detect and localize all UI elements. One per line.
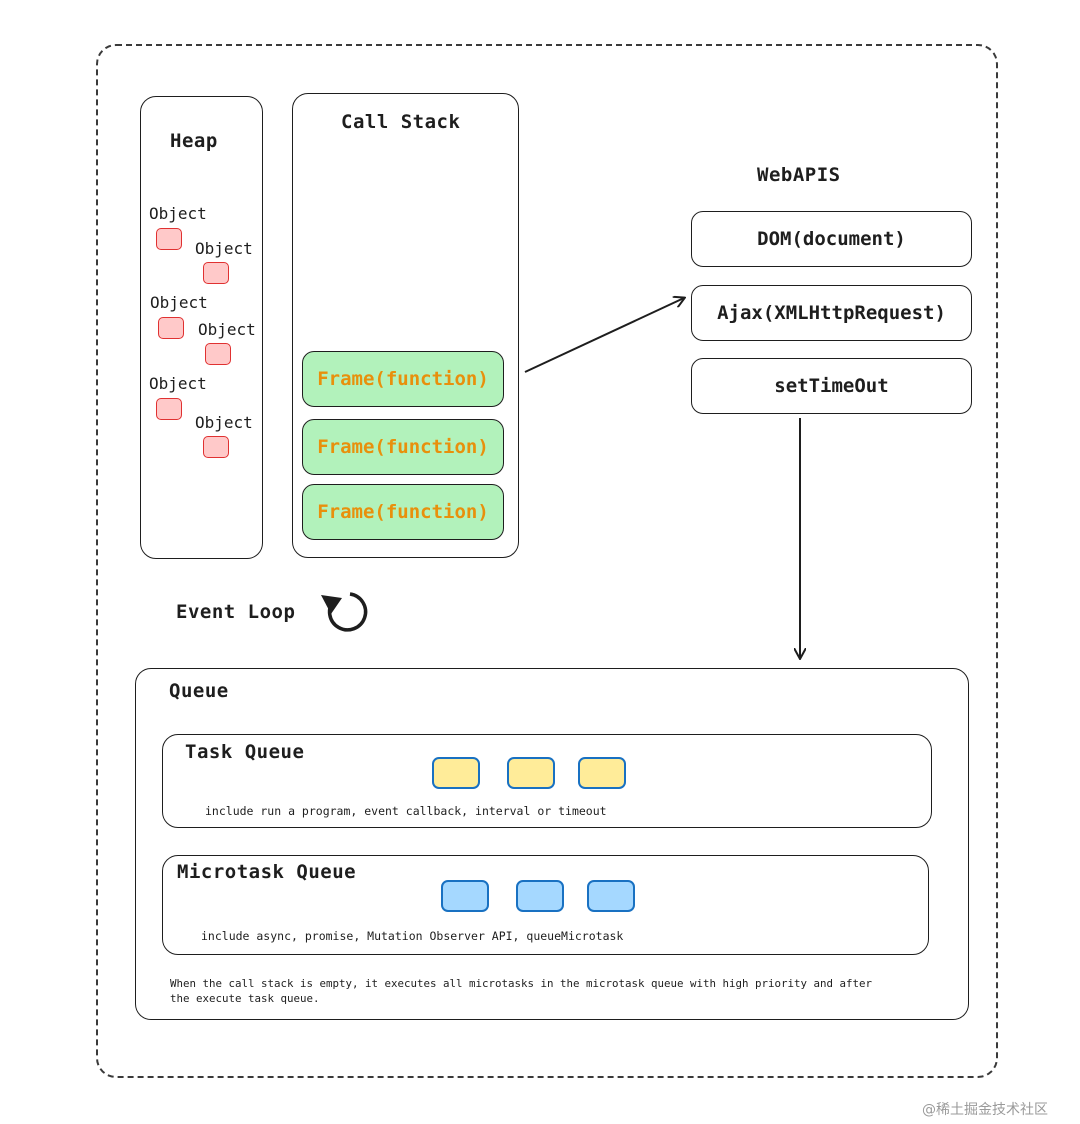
stack-frame: Frame(function): [302, 351, 504, 407]
web-api-ajax: Ajax(XMLHttpRequest): [691, 285, 972, 341]
heap-object-label: Object: [195, 413, 253, 432]
task-item: [507, 757, 555, 789]
call-stack-box: [292, 93, 519, 558]
heap-object: [203, 436, 229, 458]
queue-note-line-2: the execute task queue.: [170, 992, 320, 1005]
microtask-item: [441, 880, 489, 912]
heap-object-label: Object: [149, 374, 207, 393]
microtask-queue-title: Microtask Queue: [177, 861, 357, 883]
web-api-dom: DOM(document): [691, 211, 972, 267]
watermark: @稀土掘金技术社区: [922, 1102, 1048, 1118]
microtask-queue-description: include async, promise, Mutation Observe…: [201, 929, 624, 943]
task-queue-description: include run a program, event callback, i…: [205, 804, 607, 818]
web-apis-title: WebAPIS: [757, 164, 841, 186]
heap-object-label: Object: [150, 293, 208, 312]
event-loop-label: Event Loop: [176, 601, 296, 623]
arrow-stack-to-webapi: [524, 298, 684, 373]
task-queue-title: Task Queue: [185, 741, 305, 763]
heap-object: [156, 228, 182, 250]
stack-frame: Frame(function): [302, 484, 504, 540]
call-stack-title: Call Stack: [341, 111, 461, 133]
heap-object-label: Object: [198, 320, 256, 339]
stack-frame: Frame(function): [302, 419, 504, 475]
heap-object: [203, 262, 229, 284]
queue-title: Queue: [169, 680, 229, 702]
heap-title: Heap: [170, 130, 218, 152]
heap-object: [156, 398, 182, 420]
web-api-settimeout: setTimeOut: [691, 358, 972, 414]
task-item: [432, 757, 480, 789]
heap-object: [158, 317, 184, 339]
event-loop-icon: [321, 592, 368, 632]
microtask-item: [587, 880, 635, 912]
task-item: [578, 757, 626, 789]
runtime-container: [96, 44, 998, 1078]
heap-object: [205, 343, 231, 365]
heap-object-label: Object: [149, 204, 207, 223]
microtask-item: [516, 880, 564, 912]
queue-note-line-1: When the call stack is empty, it execute…: [170, 977, 873, 990]
queue-box: [135, 668, 969, 1020]
heap-object-label: Object: [195, 239, 253, 258]
